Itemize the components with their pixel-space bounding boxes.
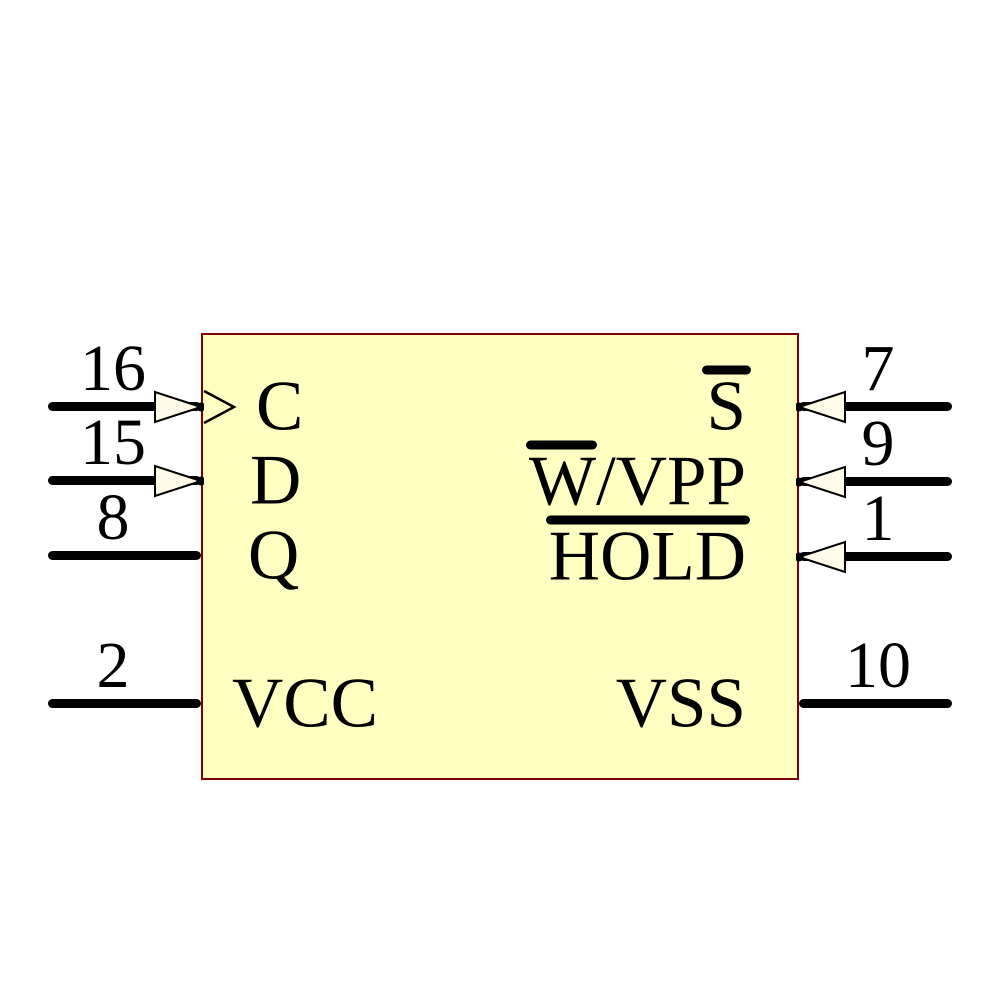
pin-15-input-arrow-icon	[154, 464, 204, 498]
pin-label-vcc: VCC	[232, 664, 378, 743]
pin-9-number: 9	[861, 407, 895, 480]
pin-1-line[interactable]	[799, 552, 952, 561]
pin-15-line[interactable]	[48, 476, 201, 485]
pin-2-line[interactable]	[48, 699, 201, 708]
pin-10-line[interactable]	[799, 699, 952, 708]
pin-16-input-arrow-icon	[154, 390, 204, 424]
pin-8-number: 8	[96, 481, 130, 554]
s-overbar	[701, 365, 751, 375]
pin-label-d: D	[250, 441, 302, 520]
pin-16-line[interactable]	[48, 402, 201, 411]
pin-label-hold: HOLD	[545, 515, 750, 593]
pin-16-clock-icon	[203, 389, 237, 425]
pin-1-number: 1	[861, 482, 895, 555]
pin-7-line[interactable]	[799, 402, 952, 411]
w-overbar	[526, 440, 597, 450]
pin-9-line[interactable]	[799, 477, 952, 486]
pin-7-number: 7	[861, 332, 895, 405]
pin-label-q: Q	[248, 516, 300, 595]
hold-overbar	[545, 515, 750, 525]
pin-1-input-arrow-icon	[796, 540, 846, 574]
pin-9-input-arrow-icon	[796, 465, 846, 499]
pin-16-number: 16	[80, 332, 146, 405]
symbol-body[interactable]	[201, 333, 799, 780]
pin-2-number: 2	[96, 629, 130, 702]
pin-label-vss: VSS	[615, 664, 746, 743]
pin-label-c: C	[256, 367, 304, 446]
pin-label-s: S	[701, 365, 751, 443]
pin-15-number: 15	[80, 406, 146, 479]
pin-8-line[interactable]	[48, 551, 201, 560]
pin-label-w-vpp: W/VPP	[526, 440, 746, 518]
pin-7-input-arrow-icon	[796, 390, 846, 424]
pin-10-number: 10	[845, 629, 911, 702]
